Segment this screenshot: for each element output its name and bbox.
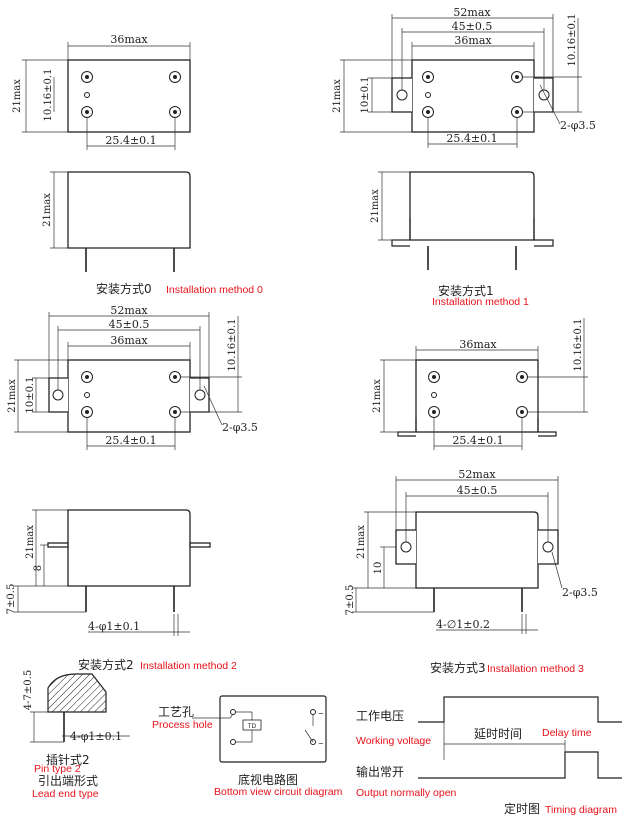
mounting-hole (396, 89, 408, 101)
timing-label-en: Timing diagram (545, 804, 617, 816)
dim-7: 7±0.5 (6, 584, 17, 615)
process-hole-label-en: Process hole (152, 719, 213, 731)
output-waveform (418, 751, 622, 779)
dim-10-16: 10.16±0.1 (573, 319, 584, 372)
working-voltage-waveform (418, 696, 622, 723)
method0-side-view: 21max 安装方式0 Installation method 0 (42, 171, 263, 296)
svg-text:~: ~ (318, 740, 324, 748)
circuit-outline (219, 695, 327, 763)
dim-36max: 36max (110, 33, 148, 46)
dim-21max: 21max (372, 379, 383, 413)
dim-36max: 36max (110, 334, 148, 347)
method2-top-view: 52max 45±0.5 36max 21max 10±0.1 10.16±0.… (7, 304, 258, 450)
dim-52max: 52max (458, 468, 496, 481)
dim-52max: 52max (110, 304, 148, 317)
dim-mount-hole: 2-φ3.5 (562, 586, 598, 599)
dim-21max: 21max (42, 193, 53, 227)
dim-pin-lead: 4-φ1±0.1 (70, 730, 122, 743)
dim-45: 45±0.5 (109, 318, 150, 331)
pin-type-detail: 4-7±0.5 4-φ1±0.1 插针式2 Pin type 2 引出端形式 L… (23, 670, 130, 800)
dim-25-4: 25.4±0.1 (105, 434, 156, 447)
dim-10: 10±0.1 (25, 376, 36, 413)
dim-pin-dia: 4-∅1±0.2 (436, 618, 490, 631)
dim-21max: 21max (25, 525, 36, 559)
method0-top-view: 36max 21max 10.16±0.1 25.4±0.1 (12, 33, 191, 150)
timing-label: 定时图 (504, 801, 540, 816)
dim-8: 8 (33, 565, 44, 571)
method0-label: 安装方式0 (96, 281, 152, 296)
method2-label-en: Installation method 2 (140, 660, 237, 672)
mounting-flange-right (537, 418, 557, 437)
dim-36max: 36max (454, 34, 492, 47)
lead-end-label: 引出端形式 (38, 774, 98, 788)
dim-25-4: 25.4±0.1 (452, 434, 503, 447)
bottom-view-label-en: Bottom view circuit diagram (214, 786, 343, 798)
hatched-section (47, 673, 107, 713)
process-hole-mark (84, 92, 90, 98)
pin-type-label-en: Pin type 2 (34, 763, 81, 775)
mounting-hole (538, 89, 550, 101)
output-label-en: Output normally open (356, 787, 457, 799)
mounting-flange-left (391, 218, 411, 247)
dim-mount-hole: 2-φ3.5 (222, 421, 258, 434)
method2-side-view: 21max 8 7±0.5 4-φ1±0.1 安装方式2 Installatio… (6, 509, 237, 672)
dim-52max: 52max (453, 6, 491, 19)
relay-body-side (67, 509, 191, 587)
dim-10: 10±0.1 (360, 76, 371, 113)
timing-diagram: 工作电压 Working voltage 延时时间 Delay time 输出常… (356, 696, 622, 816)
method3-label: 安装方式3 (430, 660, 486, 675)
mounting-hole (542, 541, 554, 553)
dim-21max: 21max (7, 379, 18, 413)
mounting-flange-right (533, 218, 554, 247)
relay-body-side (415, 511, 539, 589)
mounting-flange-left (47, 542, 69, 548)
mounting-hole (194, 389, 206, 401)
method1-side-view: 21max 安装方式1 Installation method 1 (370, 171, 554, 308)
dim-25-4: 25.4±0.1 (105, 134, 156, 147)
method1-label-en: Installation method 1 (432, 296, 529, 308)
dim-7: 7±0.5 (345, 585, 356, 616)
dim-pin-length: 4-7±0.5 (23, 670, 34, 710)
lead-end-label-en: Lead end type (32, 788, 99, 800)
mounting-hole (52, 389, 64, 401)
bottom-view-circuit: TD ~ ~ 工艺孔 Process hole 底视电路图 Bottom vie… (152, 695, 343, 798)
dim-25-4: 25.4±0.1 (446, 132, 497, 145)
working-voltage-label-en: Working voltage (356, 735, 431, 747)
process-hole-label: 工艺孔 (158, 705, 194, 719)
working-voltage-label: 工作电压 (356, 709, 404, 723)
mounting-flange-left (397, 418, 417, 437)
dim-21max: 21max (370, 189, 381, 223)
svg-text:~: ~ (318, 710, 324, 718)
dim-21max: 21max (332, 79, 343, 113)
dim-pin-dia: 4-φ1±0.1 (88, 620, 140, 633)
method3-top-view: 36max 21max 10.16±0.1 25.4±0.1 (372, 318, 588, 450)
delay-time-label: 延时时间 (474, 727, 522, 741)
bottom-view-label: 底视电路图 (238, 772, 298, 787)
pin-type-label: 插针式2 (46, 752, 90, 767)
output-label: 输出常开 (356, 764, 404, 779)
method3-side-view: 52max 45±0.5 21max 10 7±0.5 4-∅1±0.2 2-φ… (345, 468, 598, 675)
delay-time-label-en: Delay time (542, 727, 592, 739)
dim-10-16: 10.16±0.1 (567, 14, 578, 67)
dim-21max: 21max (12, 79, 23, 113)
dim-45: 45±0.5 (457, 484, 498, 497)
dim-45: 45±0.5 (452, 20, 493, 33)
dim-mount-hole: 2-φ3.5 (560, 119, 596, 132)
dim-10: 10 (373, 562, 384, 575)
mounting-flange-right (189, 542, 211, 548)
dim-36max: 36max (459, 338, 497, 351)
method3-label-en: Installation method 3 (487, 663, 584, 675)
td-label: TD (247, 723, 257, 730)
method1-label: 安装方式1 (438, 283, 494, 298)
method2-label: 安装方式2 (78, 657, 134, 672)
relay-body-side (67, 171, 191, 249)
relay-body-side (409, 171, 535, 241)
method0-label-en: Installation method 0 (166, 284, 263, 296)
dim-10-16: 10.16±0.1 (43, 69, 54, 122)
method1-top-view: 52max 45±0.5 36max 21max 10±0.1 10.16±0.… (332, 6, 596, 148)
dim-21max: 21max (356, 525, 367, 559)
mounting-hole (400, 541, 412, 553)
dim-10-16: 10.16±0.1 (227, 319, 238, 372)
